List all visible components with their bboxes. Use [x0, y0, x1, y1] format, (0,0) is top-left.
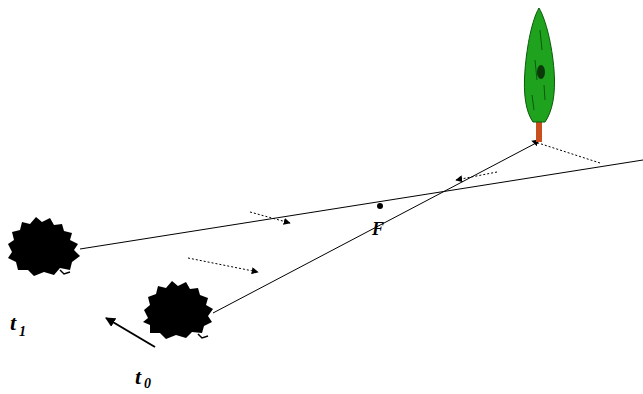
time-subscript: 0: [144, 377, 151, 391]
focus-point: [377, 203, 383, 209]
hedgehog-figure: [8, 217, 80, 276]
flow-arrow: [456, 172, 497, 180]
hedgehog-figure: [143, 281, 213, 339]
flow-arrow: [250, 212, 290, 223]
flow-arrow: [532, 141, 600, 163]
tree-figure: [524, 8, 554, 142]
time-label: t: [135, 366, 141, 388]
focus-label: F: [372, 220, 384, 238]
time-label: t: [10, 312, 16, 334]
sight-line: [213, 142, 538, 313]
sight-line: [80, 160, 643, 249]
time-subscript: 1: [19, 325, 26, 339]
flow-arrow: [188, 258, 258, 272]
